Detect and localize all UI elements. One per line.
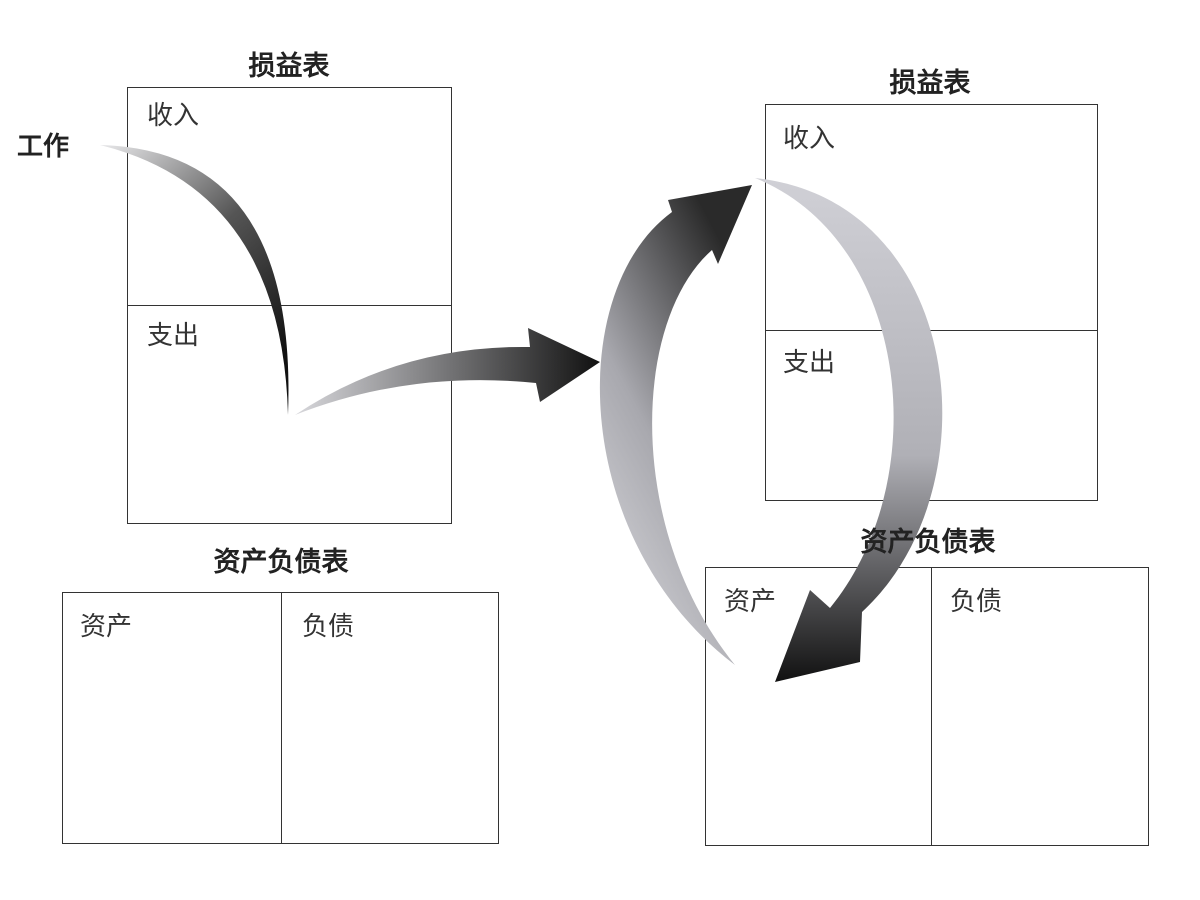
left-income-statement-title: 损益表: [248, 51, 330, 82]
divider: [931, 568, 932, 845]
left-income-label: 收入: [147, 101, 200, 131]
right-income-label: 收入: [783, 124, 836, 154]
left-balance-sheet-box: [62, 592, 499, 844]
divider: [766, 330, 1097, 331]
work-label: 工作: [17, 132, 70, 162]
right-income-statement-box: [765, 104, 1098, 501]
right-liabilities-label: 负债: [950, 587, 1003, 617]
left-assets-label: 资产: [80, 612, 133, 642]
left-liabilities-label: 负债: [302, 612, 355, 642]
right-income-statement-title: 损益表: [889, 68, 971, 99]
left-income-statement-box: [127, 87, 452, 524]
right-assets-label: 资产: [724, 587, 777, 617]
left-balance-sheet-title: 资产负债表: [213, 547, 349, 578]
right-expense-label: 支出: [783, 348, 836, 378]
left-expense-label: 支出: [147, 321, 200, 351]
divider: [281, 593, 282, 843]
right-balance-sheet-title: 资产负债表: [860, 527, 996, 558]
divider: [128, 305, 451, 306]
